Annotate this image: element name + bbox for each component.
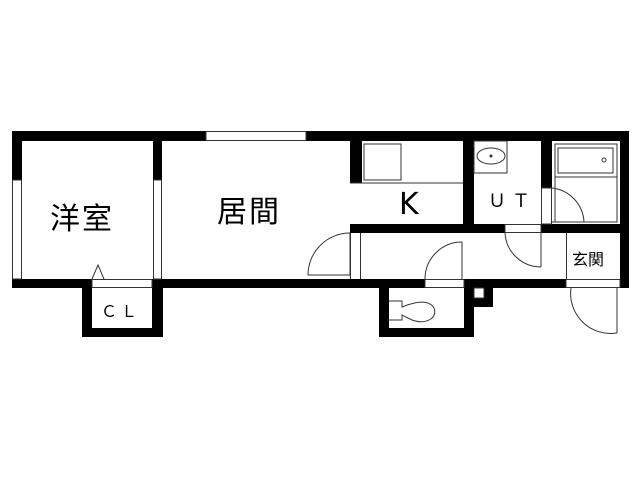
bath-door-strip [541,187,552,225]
living-door-swing [307,232,351,276]
room-label-kitchen: K [399,187,421,222]
room-label-western: 洋室 [50,202,114,237]
room-label-living: 居間 [217,195,281,230]
top-window [205,131,307,141]
partition-sliding-door [153,179,162,280]
kitchen-sink-icon [363,143,402,181]
washbasin-icon [476,147,506,165]
toilet-door-swing [424,241,463,280]
closet-opening [91,279,153,288]
room-label-entrance: 玄関 [572,250,605,269]
entrance-threshold [565,279,621,288]
walls [12,131,629,337]
windows [12,131,621,299]
bath-door-swing [551,187,585,223]
fixtures [363,140,618,323]
room-label-utility: ＵＴ [488,191,536,212]
left-window [12,179,22,280]
shaft-inner [473,287,485,299]
bathtub-icon [557,147,614,174]
doors [307,187,618,334]
room-label-closet: ＣＬ [101,302,142,321]
washbasin-counter [473,140,508,174]
toilet-door-strip [424,279,465,288]
ut-door-strip [504,224,542,233]
bath-outline [554,143,618,223]
toilet-icon [389,300,436,323]
interior-lines [91,182,567,280]
entrance-door-swing [570,287,618,334]
ut-door-swing [504,232,542,268]
